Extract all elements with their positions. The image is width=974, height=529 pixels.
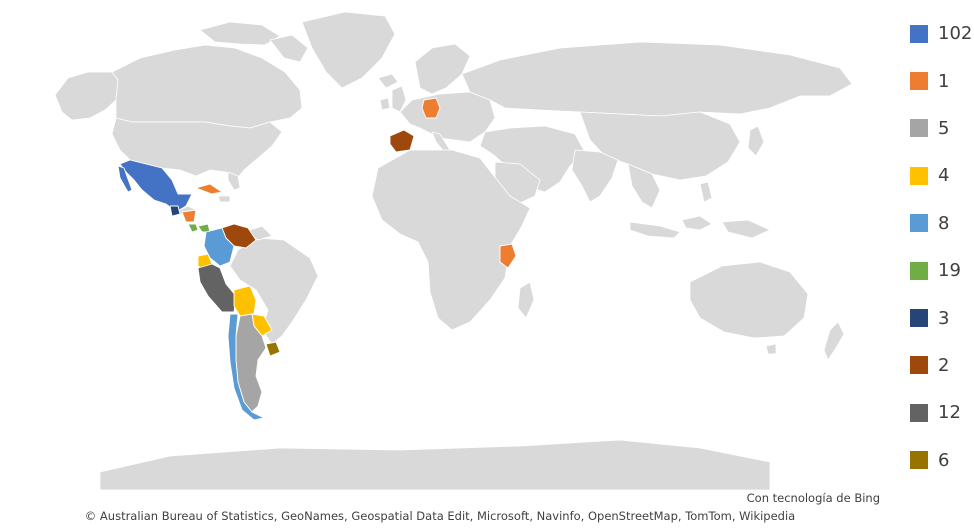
legend-swatch — [910, 261, 928, 280]
region-uruguay — [265, 341, 281, 357]
land-australia — [689, 261, 809, 339]
legend-label: 19 — [938, 260, 961, 282]
region-mexico — [119, 159, 193, 213]
land-alaska — [54, 71, 119, 121]
legend: 102 1 5 4 8 19 3 2 12 6 — [910, 10, 972, 484]
legend-swatch — [910, 24, 928, 43]
map-attribution: © Australian Bureau of Statistics, GeoNa… — [84, 509, 796, 523]
legend-label: 2 — [938, 354, 950, 376]
legend-label: 8 — [938, 212, 950, 234]
bing-credit: Con tecnología de Bing — [746, 491, 880, 505]
region-kenya — [499, 243, 517, 269]
land-madagascar — [517, 281, 535, 319]
land-new-zealand — [823, 321, 845, 361]
land-middle-east — [479, 125, 586, 193]
legend-swatch — [910, 72, 928, 91]
region-cuba — [195, 183, 223, 195]
land-ireland — [379, 97, 391, 111]
land-indonesia-1 — [629, 221, 681, 239]
land-russia — [461, 41, 853, 117]
land-tasmania — [765, 343, 777, 355]
region-bolivia — [233, 285, 257, 317]
legend-item: 2 — [910, 342, 972, 389]
land-japan — [747, 125, 765, 157]
legend-label: 4 — [938, 165, 950, 187]
legend-swatch — [910, 309, 928, 328]
land-india — [571, 149, 619, 203]
legend-item: 1 — [910, 57, 972, 104]
legend-label: 102 — [938, 23, 973, 45]
land — [54, 11, 853, 490]
region-nicaragua — [181, 209, 197, 223]
region-peru — [197, 263, 237, 313]
land-baffin — [269, 34, 309, 63]
legend-item: 5 — [910, 105, 972, 152]
legend-item: 6 — [910, 437, 972, 484]
land-florida — [227, 171, 241, 191]
legend-swatch — [910, 119, 928, 138]
land-antarctica — [99, 439, 771, 490]
legend-swatch — [910, 451, 928, 470]
legend-item: 3 — [910, 294, 972, 341]
land-iceland — [377, 73, 399, 89]
region-colombia — [203, 227, 235, 267]
world-map — [54, 11, 853, 490]
legend-swatch — [910, 166, 928, 185]
land-greenland — [301, 11, 396, 89]
region-spain — [389, 129, 415, 153]
region-chile — [227, 313, 265, 421]
land-brazil — [229, 237, 319, 345]
region-germany — [421, 97, 441, 119]
land-canada — [111, 44, 303, 129]
legend-item: 102 — [910, 10, 972, 57]
land-se-asia — [627, 163, 661, 209]
land-europe — [399, 91, 496, 143]
land-uk — [391, 85, 407, 113]
land-scandinavia — [414, 43, 471, 95]
legend-swatch — [910, 214, 928, 233]
legend-item: 12 — [910, 389, 972, 436]
region-guatemala — [169, 205, 181, 217]
region-costa-rica — [187, 223, 199, 233]
legend-swatch — [910, 403, 928, 422]
legend-item: 4 — [910, 152, 972, 199]
region-baja-california — [117, 165, 133, 193]
legend-swatch — [910, 356, 928, 375]
land-arctic-islands — [199, 21, 281, 46]
land-hispaniola — [217, 195, 231, 203]
legend-label: 6 — [938, 449, 950, 471]
legend-label: 1 — [938, 70, 950, 92]
land-africa — [371, 149, 531, 331]
legend-label: 3 — [938, 307, 950, 329]
region-panama — [197, 223, 211, 233]
land-philippines — [699, 181, 713, 203]
land-indonesia-2 — [681, 215, 713, 231]
highlighted-countries — [117, 97, 517, 421]
legend-label: 12 — [938, 402, 961, 424]
legend-label: 5 — [938, 117, 950, 139]
legend-item: 19 — [910, 247, 972, 294]
land-new-guinea — [721, 219, 771, 239]
legend-item: 8 — [910, 200, 972, 247]
